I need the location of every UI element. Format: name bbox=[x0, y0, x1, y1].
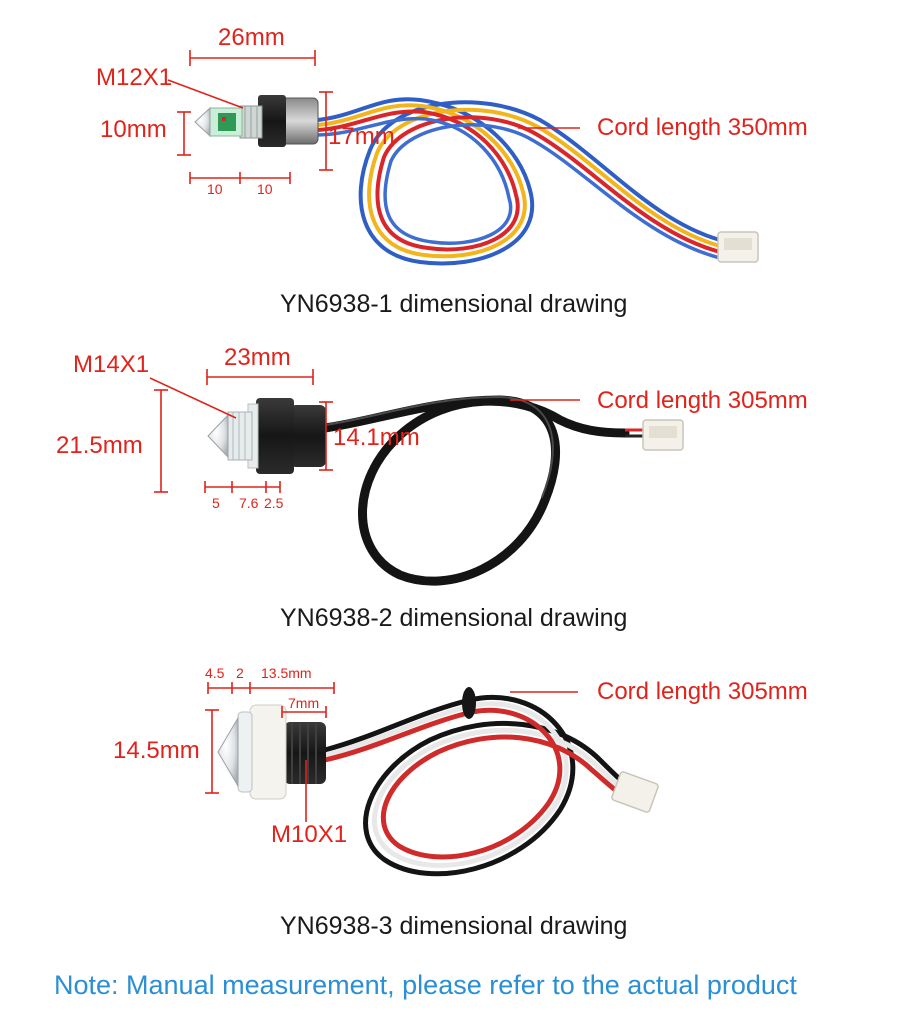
caption-3: YN6938-3 dimensional drawing bbox=[280, 912, 628, 940]
sensor-body-3 bbox=[217, 704, 326, 800]
cord-length-label-2: Cord length 305mm bbox=[597, 387, 808, 414]
width-label-2: 23mm bbox=[224, 344, 291, 371]
cable-3-clip bbox=[462, 687, 476, 719]
thread-length-label-3: 7mm bbox=[288, 695, 320, 711]
caption-1: YN6938-1 dimensional drawing bbox=[280, 290, 628, 318]
width-label-1: 26mm bbox=[218, 24, 285, 51]
segment-label-3c: 13.5mm bbox=[261, 665, 312, 681]
cable-1-red bbox=[316, 109, 722, 254]
cable-2-black bbox=[320, 395, 630, 586]
body-height-label-2: 14.1mm bbox=[333, 424, 420, 451]
sensor-yn6938-1 bbox=[194, 95, 759, 266]
segment-label-3b: 2 bbox=[236, 665, 244, 681]
cord-length-label-1: Cord length 350mm bbox=[597, 114, 808, 141]
segment-label-1a: 10 bbox=[207, 181, 223, 197]
connector-3 bbox=[611, 771, 659, 813]
cable-3-black bbox=[322, 694, 638, 877]
segment-label-1b: 10 bbox=[257, 181, 273, 197]
caption-2: YN6938-2 dimensional drawing bbox=[280, 604, 628, 632]
connector-1 bbox=[717, 231, 759, 263]
cable-1-blue-2 bbox=[316, 116, 722, 260]
height-label-3: 14.5mm bbox=[113, 737, 200, 764]
height-label-2: 21.5mm bbox=[56, 432, 143, 459]
measurement-note: Note: Manual measurement, please refer t… bbox=[54, 970, 797, 1000]
segment-label-3a: 4.5 bbox=[205, 665, 225, 681]
sensor-yn6938-3 bbox=[217, 687, 659, 877]
dimension-lines-1 bbox=[167, 50, 580, 184]
segment-label-2b: 7.6 bbox=[239, 495, 259, 511]
cord-length-label-3: Cord length 305mm bbox=[597, 678, 808, 705]
cable-1-yellow bbox=[316, 103, 722, 259]
body-height-label-1: 17mm bbox=[328, 123, 395, 150]
height-label-1: 10mm bbox=[100, 116, 167, 143]
dimension-lines-3 bbox=[205, 682, 578, 822]
connector-2 bbox=[642, 419, 684, 451]
thread-label-3: M10X1 bbox=[271, 821, 348, 848]
thread-label-2: M14X1 bbox=[73, 351, 150, 378]
segment-label-2a: 5 bbox=[212, 495, 220, 511]
segment-label-2c: 2.5 bbox=[264, 495, 284, 511]
dimension-lines-2 bbox=[149, 369, 580, 493]
cable-2-leads bbox=[625, 428, 645, 438]
sensor-body-2 bbox=[207, 398, 326, 474]
sensor-body-1 bbox=[194, 95, 319, 147]
cable-1-blue bbox=[316, 97, 722, 266]
sensor-yn6938-2 bbox=[207, 395, 684, 586]
thread-label-1: M12X1 bbox=[96, 64, 173, 91]
